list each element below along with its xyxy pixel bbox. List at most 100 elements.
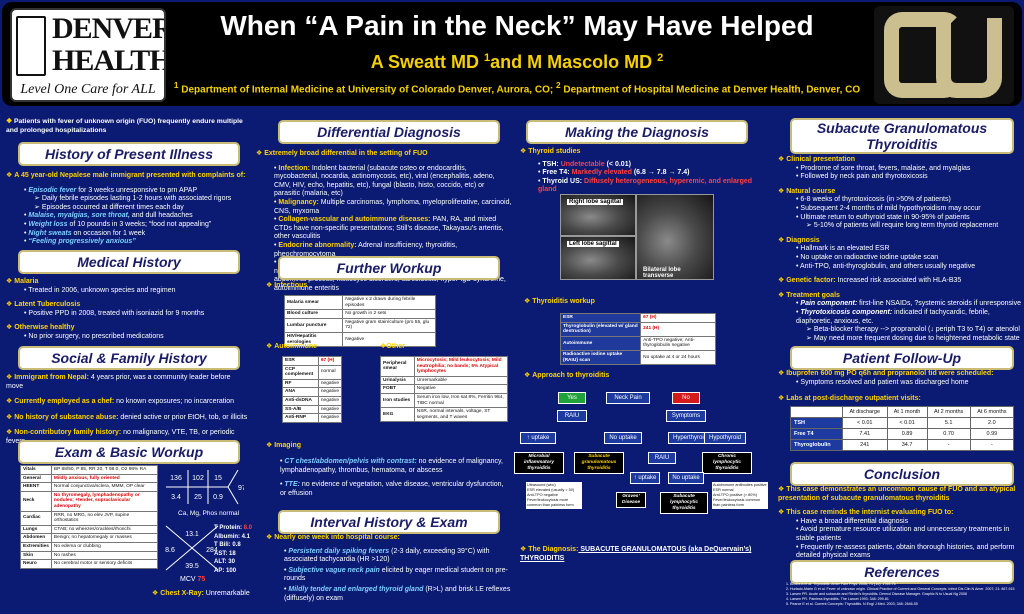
- cell-label: Thyroglobulin (elevated w/ gland destruc…: [559, 321, 642, 337]
- cell-value: 241: [841, 439, 888, 451]
- lft-row: T Protein: 8.0: [214, 525, 253, 531]
- list-item: • Collagen-vascular and autoimmune disea…: [274, 216, 504, 241]
- autoimmune-label: ❖ Autoimmune: [266, 343, 318, 350]
- poster-affiliations: 1 Department of Internal Medicine at Uni…: [173, 80, 861, 96]
- list-item: • Endocrine abnormality: Adrenal insuffi…: [274, 241, 458, 258]
- further-workup-heading: Further Workup: [278, 256, 500, 280]
- cell-value: negative: [317, 404, 343, 415]
- cell-value: NSR, normal intervals, voltage, ST segme…: [413, 407, 509, 423]
- cell-label: SS-A/B: [282, 404, 319, 415]
- hpi-heading: History of Present Illness: [18, 142, 240, 166]
- cbc-plt: 284: [206, 547, 218, 554]
- cell-value: 0.99: [969, 428, 1015, 440]
- note-line: ESR elevated (usually > 50): [527, 488, 575, 492]
- social-family-body: ❖ Immigrant from Nepal: 4 years prior, w…: [6, 374, 248, 445]
- cell-label: Malaria smear: [283, 294, 344, 311]
- flow-raiu-2: RAIU: [648, 452, 676, 464]
- note-line: Anti-TPO positive (> 80%): [713, 493, 757, 497]
- cell-label: EKG: [380, 407, 415, 423]
- chem7-cl: 102: [192, 475, 204, 482]
- references-list: 1. Bindra A et al. Thyroiditis. Amer Fam…: [786, 582, 1018, 607]
- flow-raiu-1: RAIU: [557, 410, 587, 422]
- cell-value: -: [926, 439, 971, 451]
- flow-microbial: Microbial inflammatory thyroiditis: [514, 452, 564, 474]
- cell-value: negative: [317, 378, 343, 389]
- chem7-na: 136: [170, 475, 182, 482]
- list-item: • Malignancy: Multiple carcinomas, lymph…: [274, 198, 512, 215]
- cell-value: negative: [317, 387, 343, 397]
- cell-label: Abdomen: [20, 533, 52, 543]
- flow-neck-pain: Neck Pain: [606, 392, 650, 404]
- cell-value: Negative: [342, 331, 436, 348]
- column-header: At 1 month: [886, 406, 928, 418]
- conclusion-body: ❖ This case demonstrates an uncommon cau…: [778, 486, 1016, 560]
- chem7-bun: 15: [214, 475, 222, 482]
- medical-history-body: ❖ Malaria • Treated in 2006, unknown spe…: [6, 278, 205, 340]
- cell-value: No edema or clubbing: [50, 541, 159, 552]
- poster-authors: A Sweatt MD 1and M Mascolo MD 2: [370, 52, 664, 72]
- references-heading: References: [790, 560, 1014, 584]
- cell-value: Mildly anxious, fully oriented: [50, 473, 159, 484]
- cell-value: Anti-TPO negative; Anti-thyroglobulin ne…: [640, 335, 716, 351]
- follow-up-heading: Patient Follow-Up: [790, 346, 1014, 370]
- logo-word-health: HEALTH: [52, 44, 166, 77]
- other-label: ❖Other: [380, 343, 405, 350]
- cbc-hgb: 13.1: [185, 531, 199, 538]
- logo-word-denver: DENVER: [52, 12, 166, 45]
- column-header: [790, 406, 843, 418]
- cell-value: Benign; no hepatomegaly or masses: [50, 533, 159, 543]
- flow-uptake-up-2: ↑ uptake: [630, 472, 660, 484]
- thyroid-studies: ❖ Thyroid studies • TSH: Undetectable (<…: [520, 148, 753, 194]
- column-header: At 6 months: [969, 406, 1015, 418]
- cell-label: HEENT: [20, 482, 52, 492]
- us-right-lobe-image: Right lobe sagittal: [560, 194, 636, 236]
- cell-label: Lungs: [20, 524, 52, 535]
- cell-label: Cardiac: [20, 510, 52, 526]
- infectious-label: ❖ Infectious: [266, 282, 308, 289]
- cell-label: Extremities: [20, 541, 52, 552]
- reference-item: 3. Larsen PR. Acute and subacute and Rie…: [786, 592, 967, 596]
- poster-title: When “A Pain in the Neck” May Have Helpe…: [220, 10, 814, 41]
- medical-history-heading: Medical History: [18, 250, 240, 274]
- flow-uptake-up-1: ↑ uptake: [520, 432, 556, 444]
- cell-label: Lumbar puncture: [283, 317, 344, 333]
- us-left-lobe-image: Left lobe sagittal: [560, 236, 636, 280]
- chest-xray: ❖ Chest X-Ray: Unremarkable: [152, 590, 250, 597]
- flow-symptoms: Symptoms: [666, 410, 706, 422]
- imaging-label: ❖ Imaging: [266, 442, 302, 449]
- conclusion-heading: Conclusion: [790, 462, 1014, 486]
- cell-value: negative: [317, 395, 343, 406]
- table-row: Thyroglobulin (elevated w/ gland destruc…: [559, 321, 716, 337]
- cell-label: HIV/Hepatitis serologies: [283, 331, 344, 348]
- cell-label: Radioactive iodine uptake (RAIU) scan: [559, 349, 642, 366]
- social-family-heading: Social & Family History: [18, 346, 240, 370]
- reference-item: 4. Larsen PR. Painless thyroiditis. The …: [786, 597, 889, 601]
- cell-label: FOBT: [380, 384, 415, 394]
- cell-value: No uptake at 4 or 24 hours: [640, 349, 716, 366]
- note-line: Fever/leukocytosis common than painless …: [713, 498, 761, 507]
- cell-label: Neuro: [20, 559, 52, 569]
- cbc-fishbone: 13.1 8.6 284 39.5: [165, 525, 219, 571]
